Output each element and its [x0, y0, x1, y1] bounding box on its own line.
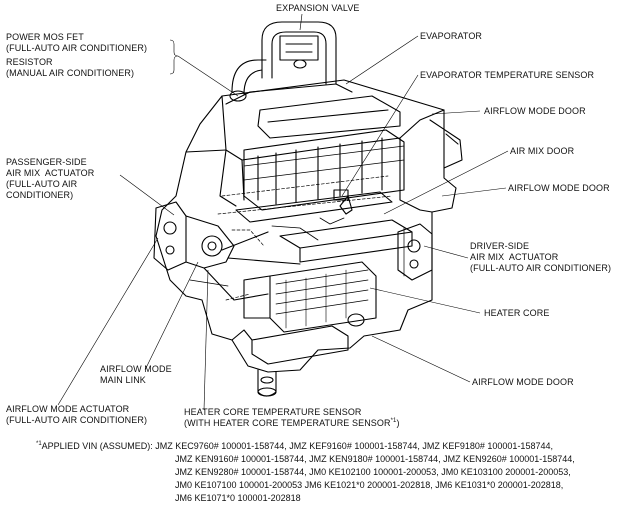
lower-door-drawing	[231, 313, 365, 365]
heater-core-sensor-text: (WITH HEATER CORE TEMPERATURE SENSOR	[184, 418, 391, 428]
driver-actuator-label-3: (FULL-AUTO AIR CONDITIONER)	[470, 263, 612, 273]
heater-core-sensor-close: )	[396, 418, 400, 428]
airflow-mode-door-label-3: AIRFLOW MODE DOOR	[472, 377, 574, 387]
driver-actuator-label-2: AIR MIX ACTUATOR	[470, 252, 559, 262]
heater-core-drawing	[243, 261, 377, 333]
passenger-actuator-label-4: CONDITIONER)	[6, 190, 74, 200]
evaporator-label: EVAPORATOR	[420, 31, 483, 41]
airflow-main-link-label-2: MAIN LINK	[100, 375, 146, 385]
heater-core-sensor-footnote-mark: *1	[390, 418, 397, 424]
footnote: *1APPLIED VIN (ASSUMED): JMZ KEC9760# 10…	[36, 441, 553, 453]
footnote-line-2: JMZ KEN9160# 100001-158744, JMZ KEN9180#…	[175, 454, 575, 464]
airflow-actuator-label-1: AIRFLOW MODE ACTUATOR	[6, 404, 130, 414]
footnote-line-5: JM6 KE1071*0 100001-202818	[175, 493, 301, 503]
heater-core-label: HEATER CORE	[484, 308, 550, 318]
passenger-actuator-label-3: (FULL-AUTO AIR	[6, 179, 78, 189]
expansion-valve-drawing	[225, 21, 353, 105]
resistor-note: (MANUAL AIR CONDITIONER)	[6, 68, 135, 78]
airflow-mode-door-label-1: AIRFLOW MODE DOOR	[484, 106, 586, 116]
passenger-actuator-drawing	[153, 201, 301, 301]
expansion-valve-label: EXPANSION VALVE	[276, 3, 360, 13]
power-mos-fet-note: (FULL-AUTO AIR CONDITIONER)	[6, 43, 148, 53]
airflow-mode-door-label-2: AIRFLOW MODE DOOR	[508, 183, 610, 193]
heater-core-sensor-label-2: (WITH HEATER CORE TEMPERATURE SENSOR*1)	[184, 418, 400, 429]
hidden-lines	[217, 175, 393, 301]
blower-motor-drawing	[257, 369, 277, 397]
passenger-actuator-label-2: AIR MIX ACTUATOR	[6, 168, 95, 178]
footnote-line-3: JMZ KEN9280# 100001-158744, JM0 KE102100…	[175, 467, 571, 477]
heater-core-sensor-label-1: HEATER CORE TEMPERATURE SENSOR	[184, 407, 362, 417]
air-mix-door-drawing	[235, 189, 413, 263]
footnote-lead: APPLIED VIN (ASSUMED):	[41, 441, 156, 451]
passenger-actuator-label-1: PASSENGER-SIDE	[6, 157, 87, 167]
air-mix-door-label: AIR MIX DOOR	[510, 146, 575, 156]
driver-actuator-label-1: DRIVER-SIDE	[470, 241, 530, 251]
footnote-line-1: JMZ KEC9760# 100001-158744, JMZ KEF9160#…	[155, 441, 553, 451]
footnote-line-4: JM0 KE107100 100001-200053 JM6 KE1021*0 …	[175, 480, 564, 490]
footnote-marker: *1	[36, 441, 42, 447]
airflow-actuator-label-2: (FULL-AUTO AIR CONDITIONER)	[6, 415, 148, 425]
airflow-main-link-label-1: AIRFLOW MODE	[100, 364, 172, 374]
evaporator-drawing	[243, 129, 405, 211]
leader-lines	[57, 13, 509, 411]
power-mos-fet-label: POWER MOS FET	[6, 32, 84, 42]
evaporator-temp-sensor-label: EVAPORATOR TEMPERATURE SENSOR	[420, 70, 595, 80]
driver-actuator-drawing	[397, 223, 433, 281]
resistor-label: RESISTOR	[6, 57, 53, 67]
